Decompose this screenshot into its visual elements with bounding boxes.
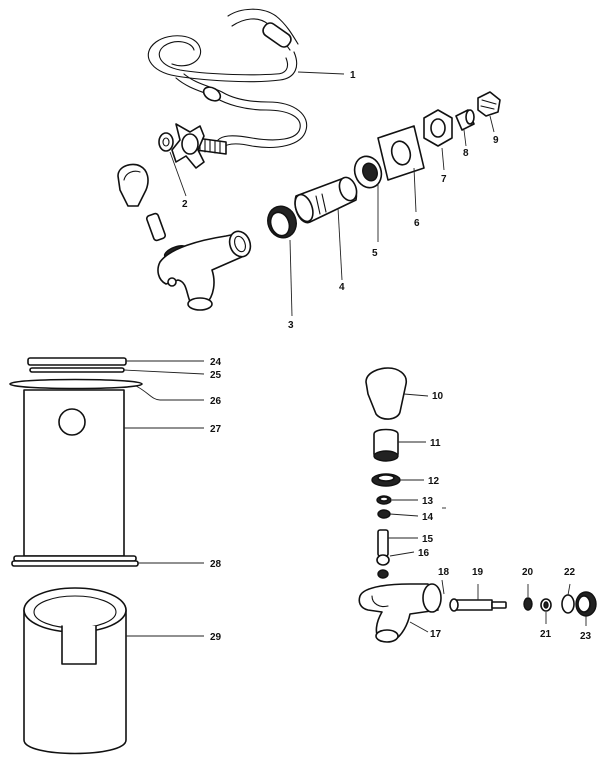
callout-12: 12	[428, 476, 440, 487]
callout-26: 26	[210, 396, 222, 407]
faucet-body-top	[145, 212, 252, 311]
leader-3	[289, 239, 293, 317]
leader-16	[389, 551, 415, 557]
callout-9: 9	[493, 135, 499, 146]
callout-23: 23	[580, 631, 592, 642]
part-27-tower-column	[23, 389, 125, 557]
part-5-flange	[353, 155, 383, 189]
callout-10: 10	[432, 391, 444, 402]
part-20-washer	[523, 597, 533, 611]
leader-17	[409, 621, 429, 633]
callout-14: 14	[422, 512, 434, 523]
callout-4: 4	[339, 282, 345, 293]
part-25-gasket	[29, 367, 125, 373]
callout-8: 8	[463, 148, 469, 159]
leader-1	[297, 71, 345, 75]
callout-28: 28	[210, 559, 222, 570]
callout-20: 20	[522, 567, 534, 578]
part-7-hex-nut	[423, 109, 453, 147]
part-8-nipple	[455, 109, 475, 131]
part-2-washer	[158, 132, 174, 152]
leader-25	[123, 369, 205, 375]
part-17-faucet-body	[358, 583, 442, 643]
callout-13: 13	[422, 496, 434, 507]
callout-6: 6	[414, 218, 420, 229]
callout-27: 27	[210, 424, 222, 435]
callout-1: 1	[350, 70, 356, 81]
tailpiece-wingnut	[171, 123, 227, 169]
callout-21: 21	[540, 629, 552, 640]
leader-22	[567, 583, 571, 596]
callout-25: 25	[210, 370, 222, 381]
part-22-ring	[561, 594, 575, 614]
leader-7	[441, 147, 445, 171]
part-6-plate	[377, 125, 425, 181]
part-13-ring	[376, 495, 392, 505]
callout-29: 29	[210, 632, 222, 643]
callout-24: 24	[210, 357, 222, 368]
leader-8	[463, 129, 467, 147]
tap-knob-top	[117, 163, 149, 207]
part-28-base-flange	[11, 555, 139, 567]
part-23-coupling-cap	[575, 591, 597, 617]
callout-3: 3	[288, 320, 294, 331]
part-3-coupling-nut	[267, 205, 297, 239]
callout-5: 5	[372, 248, 378, 259]
leader-9	[489, 115, 495, 133]
leader-26	[135, 385, 204, 401]
part-29-sleeve	[23, 587, 127, 755]
callout-7: 7	[441, 174, 447, 185]
part-9-fitting	[477, 91, 501, 117]
callout-17: 17	[430, 629, 442, 640]
part-1-hose	[147, 8, 308, 149]
leader-4	[337, 207, 343, 281]
leader-6	[413, 167, 417, 213]
part-14-seal	[377, 509, 391, 519]
part-21-oring	[540, 598, 552, 612]
part-24-top-disc	[27, 357, 127, 366]
part-11-collar	[373, 428, 399, 462]
part-16-stem-ball	[376, 554, 390, 579]
part-12-bonnet-nut	[371, 473, 401, 487]
part-26-flange	[9, 378, 143, 390]
part-19-shaft	[449, 598, 507, 612]
leader-14	[389, 513, 419, 517]
leader-10	[403, 393, 429, 397]
leader-18	[441, 579, 445, 595]
callout-19: 19	[472, 567, 484, 578]
callout-16: 16	[418, 548, 430, 559]
part-4-shank	[294, 176, 358, 224]
callout-2: 2	[182, 199, 188, 210]
callout-22: 22	[564, 567, 576, 578]
callout-18: 18	[438, 567, 450, 578]
callout-15: 15	[422, 534, 434, 545]
leader-2	[169, 151, 187, 197]
callout-11: 11	[430, 438, 441, 449]
part-15-lever-stem	[377, 529, 389, 557]
part-10-knob	[365, 367, 408, 420]
